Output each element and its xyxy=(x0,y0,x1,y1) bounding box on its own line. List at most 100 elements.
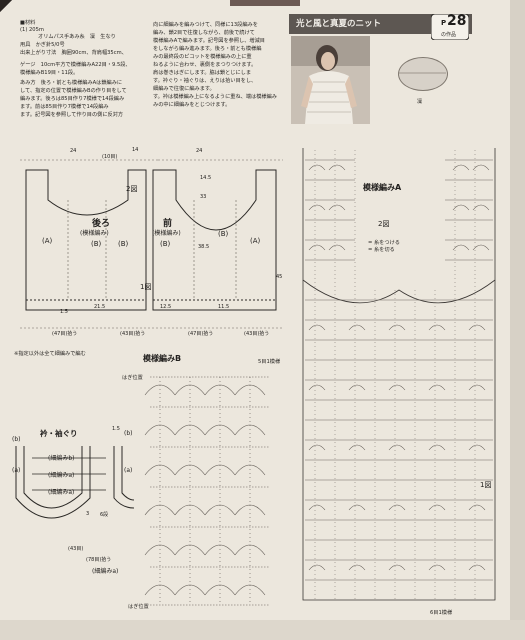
collar-b-label: (b) xyxy=(124,430,133,437)
pattern-a-fig1: 1図 xyxy=(480,481,492,489)
materials-line: あみ方 後ろ・前とも模様編みAは鎖編みに xyxy=(20,80,123,86)
pattern-b-repeat: 5目1模様 xyxy=(258,359,281,365)
badge-suffix: の作品 xyxy=(441,32,457,38)
collar-measure: 6段 xyxy=(100,512,109,518)
fig1-label: 1図 xyxy=(140,283,152,291)
legend-attach: = 糸をつける xyxy=(368,240,400,246)
page-badge xyxy=(431,14,469,40)
section-a-label: (A) xyxy=(42,237,53,245)
front-pattern-label: (模様編み) xyxy=(152,230,181,237)
fig2-label: 2図 xyxy=(126,185,138,193)
measure-label: 45 xyxy=(276,274,283,280)
measure-label: 24 xyxy=(196,148,203,154)
fan-row xyxy=(144,504,266,516)
collar-measure: (78目)拾う xyxy=(86,557,112,563)
pattern-b-title: 模様編みB xyxy=(143,354,182,363)
measure-label: 24 xyxy=(70,148,77,154)
measure-label: 11.5 xyxy=(218,304,230,310)
section-b-label: (B) xyxy=(91,240,102,248)
section-a-label: (A) xyxy=(250,237,261,245)
rib-a-label: (細編みa) xyxy=(48,472,75,479)
pattern-a-title: 模様編みA xyxy=(363,183,402,192)
section-b-label: (B) xyxy=(218,230,229,238)
instructions-line: 編み、鎖2目で往復しながら、前後で続けて xyxy=(153,30,255,36)
collar-measure: 1.5 xyxy=(112,426,120,432)
materials-line: ます。記号図を参照して作り目の側に反対方 xyxy=(20,112,124,118)
measure-label: 1.5 xyxy=(60,309,68,315)
pattern-a-fig2: 2図 xyxy=(378,220,390,228)
instructions-line: 細編みで往復に編みます。 xyxy=(153,86,215,92)
collar-a-label: (a) xyxy=(12,467,21,474)
instructions-line: す。衿は模様編み上になるように重ね、端は模様編み xyxy=(153,94,277,100)
collar-title: 衿・袖ぐり xyxy=(40,429,78,438)
instructions-line: をしながら編み進みます。後ろ・前とも模様編 xyxy=(153,46,262,52)
rib-a-label: (細編みa) xyxy=(48,489,75,496)
fan-row xyxy=(144,544,266,556)
fan-row xyxy=(144,584,266,596)
section-b-label: (B) xyxy=(160,240,171,248)
pattern-a-chart xyxy=(302,148,496,601)
collar-outline xyxy=(15,446,91,519)
model-figure xyxy=(291,36,370,124)
materials-line: ゲージ 10cm平方で模様編みA22目・9.5段、 xyxy=(20,62,131,68)
materials-line: 編みます。後ろは85目作り7模様で14段編み xyxy=(20,96,125,102)
header-bar xyxy=(289,14,472,34)
swatch-line xyxy=(398,72,446,74)
materials-line: 模様編みB19目・11段。 xyxy=(20,70,79,76)
legend-cut: = 糸を切る xyxy=(368,247,395,253)
instructions-line: みの最終段のピコットを模様編みの上に重 xyxy=(153,54,252,60)
instructions-line: 模様編みAで編みます。記号図を参照し、増減目 xyxy=(153,38,265,44)
measure-label: (10目) xyxy=(102,154,118,160)
materials-line: ます。前は85目作り7模様で14段編み xyxy=(20,104,109,110)
instructions-line: ねるように合わせ、裏側をまつりつけます。 xyxy=(153,62,257,68)
instructions-line: す。衿ぐり・袖ぐりは、えりは拾い目をし、 xyxy=(153,78,257,84)
collar-diagram xyxy=(15,446,135,519)
materials-line: 出来上がり寸法 胸囲90cm、背肩幅35cm、 xyxy=(20,50,127,56)
materials-line: オリムパス手あみ糸 凜 生なり xyxy=(38,34,116,40)
measure-label: 33 xyxy=(200,194,207,200)
note-text: ※指定以外は全て細編みで編む xyxy=(14,351,86,357)
pattern-b-end: はぎ位置 xyxy=(128,604,149,610)
measure-label: 14.5 xyxy=(200,175,212,181)
pickup-label: (43目)拾う xyxy=(120,331,146,337)
section-b-label: (B) xyxy=(118,240,129,248)
header-title: 光と風と真夏のニット xyxy=(296,19,382,29)
pickup-label: (47目)拾う xyxy=(52,331,78,337)
materials-line: して、指定の位置で模様編みBの作り目をして xyxy=(20,88,127,94)
collar-measure: (43目) xyxy=(68,546,84,552)
materials-line: (1) 205m xyxy=(20,27,44,33)
yarn-swatch xyxy=(398,57,448,91)
instructions-line: 肩は巻きはぎにします。脇は鎖とじにしま xyxy=(153,70,252,76)
materials-line: 用具 かぎ針5/0号 xyxy=(20,42,65,48)
fan-row xyxy=(144,424,266,436)
measure-label: 38.5 xyxy=(198,244,210,250)
back-pattern-label: (模様編み) xyxy=(80,230,109,237)
collar-b-label: (b) xyxy=(12,436,21,443)
collar-a-label: (a) xyxy=(124,467,133,474)
measure-label: 12.5 xyxy=(160,304,172,310)
front-label: 前 xyxy=(163,219,173,229)
rib-b-label: (細編みb) xyxy=(48,455,75,462)
rib-a-label: (細編みa) xyxy=(92,568,119,575)
front-outline xyxy=(152,169,277,311)
model-photo xyxy=(291,36,370,124)
fan-row xyxy=(144,464,266,476)
badge-prefix: P xyxy=(441,19,447,27)
pickup-label: (47目)拾う xyxy=(188,331,214,337)
collar-measure: 3 xyxy=(86,511,90,517)
measure-label: 21.5 xyxy=(94,304,106,310)
back-label: 後ろ xyxy=(92,219,111,229)
back-outline xyxy=(25,169,147,311)
swatch-label: 凜 xyxy=(417,99,423,105)
instructions-line: みの中に細編みをとじつけます。 xyxy=(153,102,231,108)
measure-label: 14 xyxy=(132,147,139,153)
pickup-label: (43目)拾う xyxy=(244,331,270,337)
pattern-b-chart xyxy=(144,376,270,606)
materials-line: ■材料 xyxy=(20,20,36,26)
instructions-line: 向に細編みを編みつけて、同様に13段編みを xyxy=(153,22,258,28)
badge-number: 28 xyxy=(447,13,467,29)
pattern-b-start: はぎ位置 xyxy=(122,375,143,381)
pattern-a-repeat: 6目1模様 xyxy=(430,610,453,616)
fan-row xyxy=(144,384,266,396)
